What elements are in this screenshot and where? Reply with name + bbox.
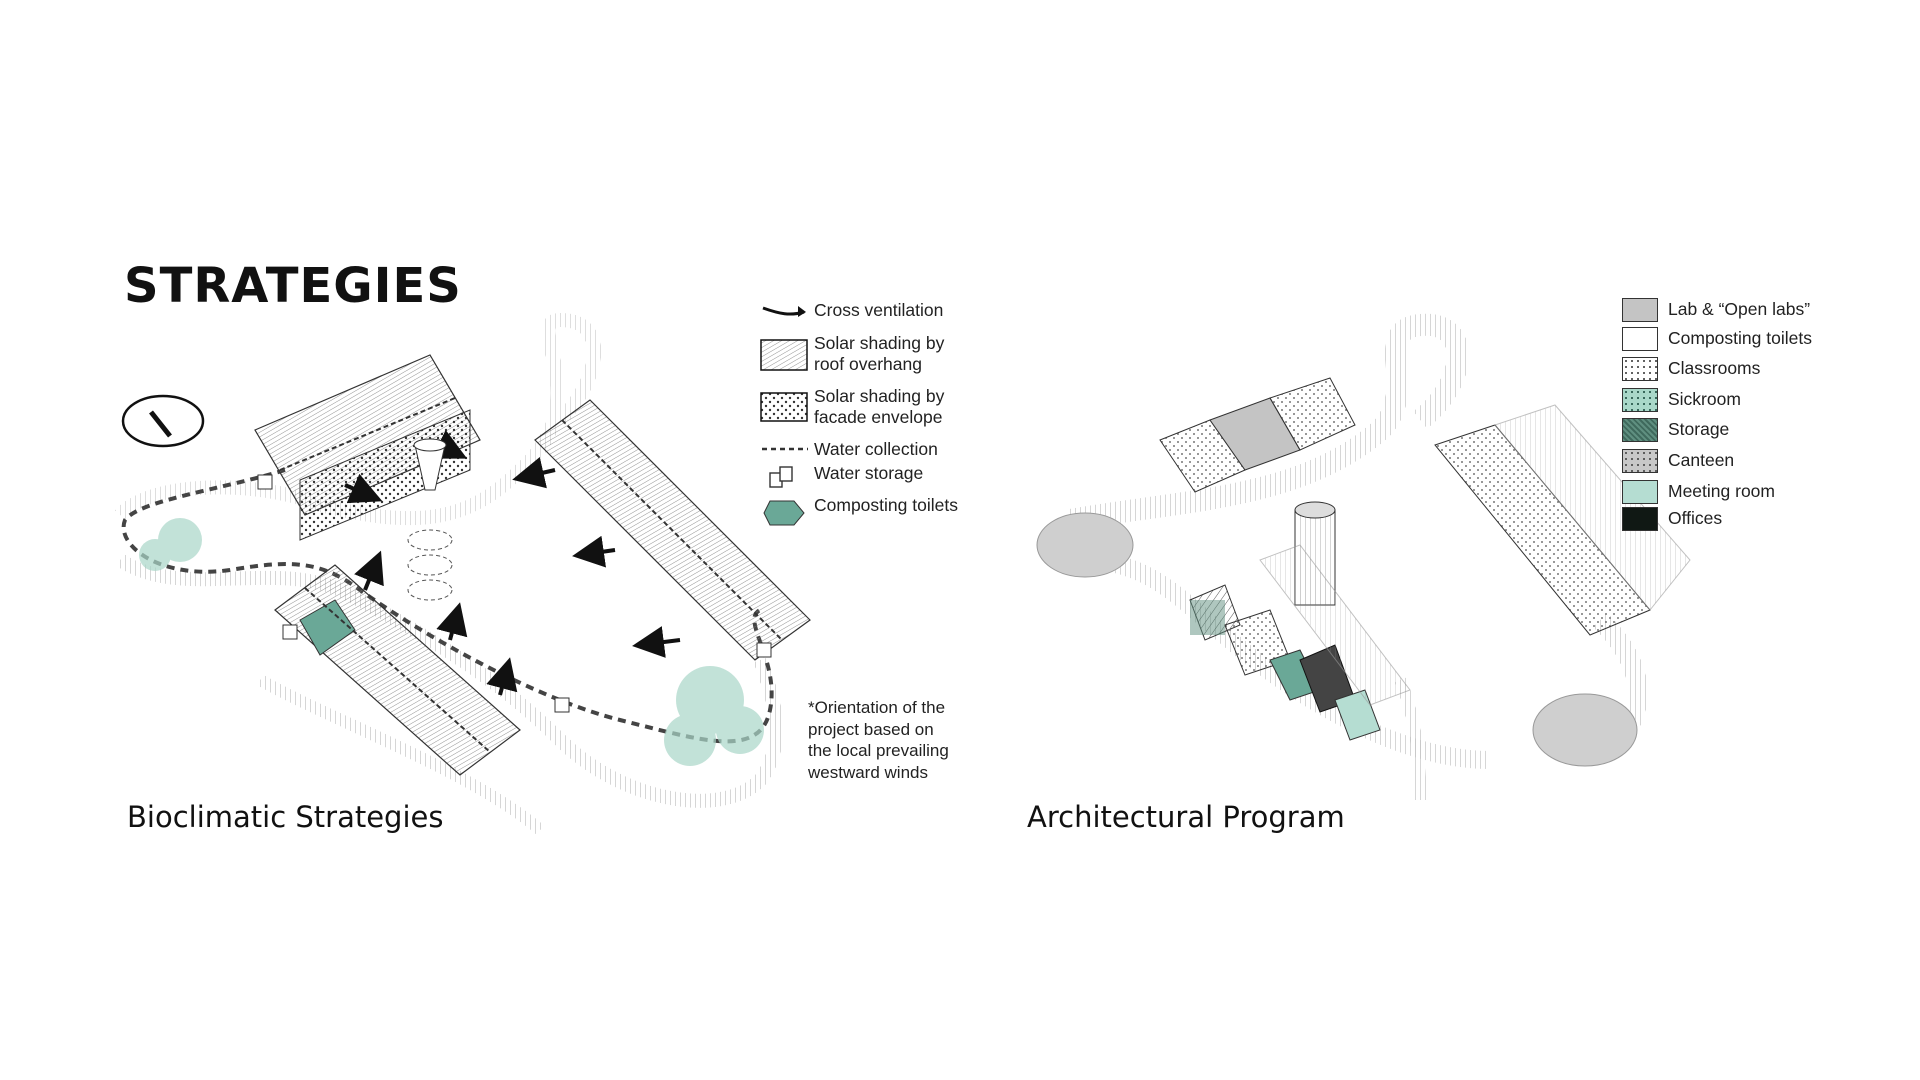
swatch-meeting-room xyxy=(1622,480,1658,504)
swatch-classrooms xyxy=(1622,357,1658,381)
legend-label: Solar shading by roof overhang xyxy=(814,333,945,374)
cross-ventilation-icon xyxy=(762,306,806,317)
roof-overhang-icon xyxy=(760,339,808,371)
swatch-composting-toilets xyxy=(1622,327,1658,351)
program-block-right xyxy=(1434,404,1691,636)
bioclimatic-caption: Bioclimatic Strategies xyxy=(127,800,444,834)
legend-label: Offices xyxy=(1668,508,1723,528)
legend-item-canteen: Canteen xyxy=(1622,449,1842,475)
legend-label: Canteen xyxy=(1668,450,1735,470)
swatch-sickroom xyxy=(1622,388,1658,412)
legend-item-classrooms: Classrooms xyxy=(1622,357,1842,383)
tree-cluster xyxy=(139,518,764,766)
building-right xyxy=(512,399,811,661)
facade-envelope-icon xyxy=(760,392,808,422)
orientation-note: *Orientation of the project based on the… xyxy=(808,698,949,782)
program-caption: Architectural Program xyxy=(1027,800,1345,834)
program-block-bottom xyxy=(1189,544,1411,741)
water-tower xyxy=(407,438,453,601)
legend-item-meeting-room: Meeting room xyxy=(1622,480,1842,506)
swatch-offices xyxy=(1622,507,1658,531)
legend-label: Composting toilets xyxy=(1668,328,1812,348)
water-collection-icon xyxy=(762,447,808,451)
legend-item-sickroom: Sickroom xyxy=(1622,388,1842,414)
legend-item-storage: Storage xyxy=(1622,418,1842,444)
swatch-storage xyxy=(1622,418,1658,442)
legend-label: Sickroom xyxy=(1668,389,1741,409)
swatch-lab xyxy=(1622,298,1658,322)
legend-label: Classrooms xyxy=(1668,358,1761,378)
water-storage-icon xyxy=(769,466,793,488)
building-bottom-left xyxy=(274,550,570,776)
water-collection-path xyxy=(121,468,774,744)
legend-label: Lab & “Open labs” xyxy=(1668,299,1811,319)
legend-label: Water storage xyxy=(814,463,924,483)
program-block-top xyxy=(1159,377,1356,493)
legend-item-lab: Lab & “Open labs” xyxy=(1622,298,1842,324)
legend-item-composting-toilets: Composting toilets xyxy=(1622,327,1842,353)
swatch-canteen xyxy=(1622,449,1658,473)
program-discs xyxy=(1036,512,1638,767)
legend-item-offices: Offices xyxy=(1622,507,1842,533)
composting-toilets-icon xyxy=(763,500,805,526)
compass xyxy=(121,394,205,448)
legend-label: Water collection xyxy=(814,439,938,459)
legend-label: Storage xyxy=(1668,419,1730,439)
legend-label: Meeting room xyxy=(1668,481,1775,501)
page-title: STRATEGIES xyxy=(124,258,462,314)
legend-label: Solar shading by facade envelope xyxy=(814,386,945,427)
legend-label: Composting toilets xyxy=(814,495,958,515)
legend-label: Cross ventilation xyxy=(814,300,944,320)
